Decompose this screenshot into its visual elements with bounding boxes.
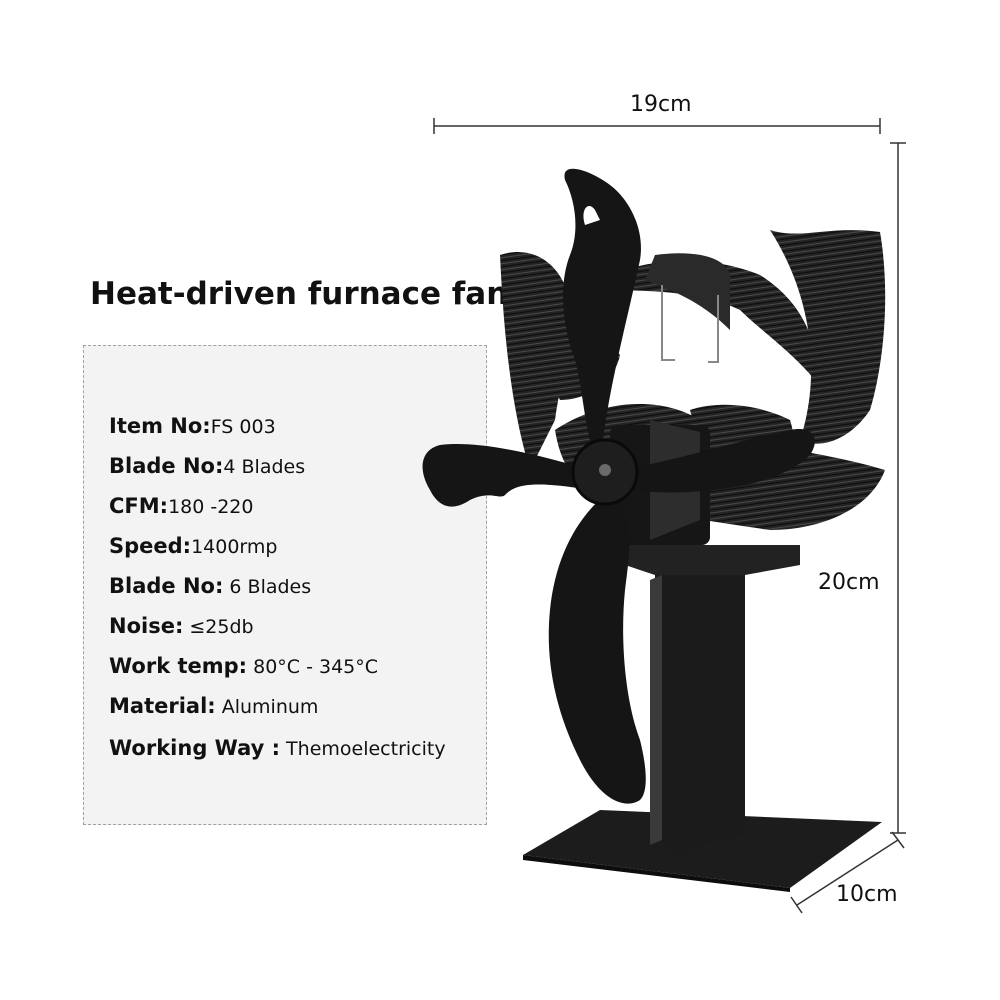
spec-value: Themoelectricity — [280, 738, 446, 760]
spec-row-blade-no: Blade No:4 Blades — [109, 454, 305, 478]
wire-bracket — [661, 285, 719, 363]
spec-row-speed: Speed:1400rmp — [109, 534, 277, 558]
spec-value: 1400rmp — [191, 536, 278, 558]
fan-blades — [422, 168, 815, 804]
spec-row-working-way: Working Way : Themoelectricity — [109, 736, 446, 760]
spec-row-blade-no-2: Blade No: 6 Blades — [109, 574, 311, 598]
spec-value: 180 -220 — [168, 496, 254, 518]
spec-value: FS 003 — [210, 416, 276, 438]
spec-label: Blade No: — [109, 574, 224, 598]
spec-value: ≤25db — [183, 616, 254, 638]
spec-label: CFM: — [109, 494, 169, 518]
heat-sink — [500, 230, 886, 530]
product-title: Heat-driven furnace fan — [90, 276, 509, 312]
spec-row-work-temp: Work temp: 80°C - 345°C — [109, 654, 378, 678]
spec-value: Aluminum — [215, 696, 319, 718]
height-dimension-line — [890, 142, 906, 834]
spec-panel: Item No:FS 003 Blade No:4 Blades CFM:180… — [83, 345, 487, 825]
spec-row-item-no: Item No:FS 003 — [109, 414, 276, 438]
spec-label: Material: — [109, 694, 216, 718]
spec-value: 6 Blades — [223, 576, 312, 598]
depth-dimension-line — [790, 831, 905, 914]
spec-value: 4 Blades — [223, 456, 306, 478]
spec-label: Item No: — [109, 414, 211, 438]
spec-row-cfm: CFM:180 -220 — [109, 494, 254, 518]
spec-label: Work temp: — [109, 654, 248, 678]
spec-label: Working Way : — [109, 736, 280, 760]
width-dimension-line — [433, 118, 881, 134]
fan-base — [523, 545, 882, 892]
depth-dimension-label: 10cm — [836, 882, 898, 907]
spec-row-noise: Noise: ≤25db — [109, 614, 254, 638]
height-dimension-label: 20cm — [818, 570, 880, 595]
spec-row-material: Material: Aluminum — [109, 694, 318, 718]
width-dimension-label: 19cm — [630, 92, 692, 117]
spec-label: Blade No: — [109, 454, 224, 478]
spec-value: 80°C - 345°C — [247, 656, 379, 678]
spec-label: Noise: — [109, 614, 184, 638]
spec-label: Speed: — [109, 534, 192, 558]
